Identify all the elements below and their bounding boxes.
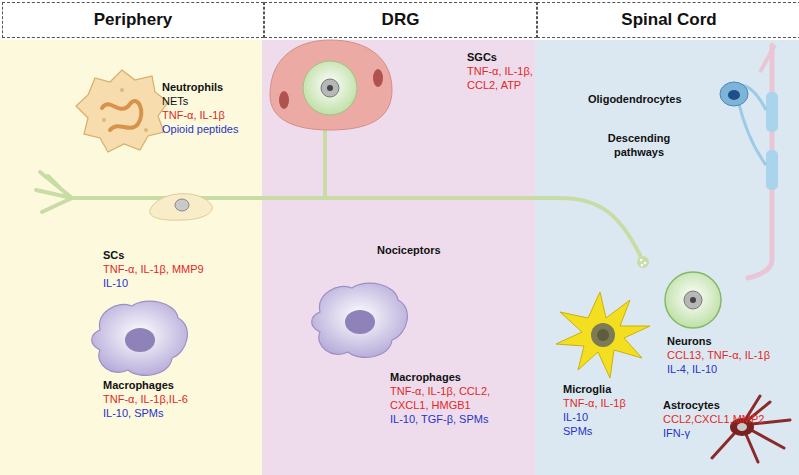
cell-name: Neurons bbox=[667, 334, 770, 348]
cell-label-group: NeuronsCCL13, TNF-α, IL-1βIL-4, IL-10 bbox=[667, 334, 770, 376]
cell-label-group: SGCsTNF-α, IL-1β, CCL2, ATP bbox=[467, 50, 535, 92]
cell-label-group: SCsTNF-α, IL-1β, MMP9IL-10 bbox=[103, 248, 204, 290]
neutrophil-cell bbox=[76, 70, 168, 152]
pro-inflammatory-mediators: CCL13, TNF-α, IL-1β bbox=[667, 348, 770, 362]
pro-inflammatory-mediators: TNF-α, IL-1β bbox=[162, 108, 238, 122]
cell-label-group: Descending pathways bbox=[607, 131, 671, 159]
sgc-cell bbox=[270, 40, 392, 130]
region-heading: DRG bbox=[264, 2, 537, 38]
cell-label-group: NeutrophilsNETsTNF-α, IL-1βOpioid peptid… bbox=[162, 80, 238, 136]
cell-name: Macrophages bbox=[390, 370, 528, 384]
cell-label-group: MicrogliaTNF-α, IL-1βIL-10SPMs bbox=[563, 382, 626, 438]
astrocyte-cell bbox=[712, 396, 790, 462]
cell-name: Macrophages bbox=[103, 378, 188, 392]
pro-inflammatory-mediators: TNF-α, IL-1β bbox=[563, 396, 626, 410]
anti-inflammatory-mediators: IL-10, TGF-β, SPMs bbox=[390, 412, 528, 426]
drg-ground bbox=[262, 40, 535, 475]
mediator-text: NETs bbox=[162, 94, 238, 108]
pro-inflammatory-mediators: TNF-α, IL-1β, MMP9 bbox=[103, 262, 204, 276]
cell-name: Oligodendrocytes bbox=[588, 92, 682, 106]
cell-name: Astrocytes bbox=[663, 398, 764, 412]
region-panel: PeripheryNeutrophilsNETsTNF-α, IL-1βOpio… bbox=[0, 0, 262, 475]
cell-name: SCs bbox=[103, 248, 204, 262]
pro-inflammatory-mediators: TNF-α, IL-1β, CCL2, CXCL1, HMGB1 bbox=[390, 384, 528, 412]
cell-label-group: AstrocytesCCL2,CXCL1,MMP2IFN-γ bbox=[663, 398, 764, 440]
pro-inflammatory-mediators: CCL2,CXCL1,MMP2 bbox=[663, 412, 764, 426]
cell-label-group: MacrophagesTNF-α, IL-1β, CCL2, CXCL1, HM… bbox=[390, 370, 528, 426]
region-heading: Spinal Cord bbox=[537, 2, 799, 38]
cell-name: SGCs bbox=[467, 50, 535, 64]
cell-name: Nociceptors bbox=[377, 243, 441, 257]
axon-terminal bbox=[637, 256, 649, 268]
anti-inflammatory-mediators: Opioid peptides bbox=[162, 122, 238, 136]
pro-inflammatory-mediators: TNF-α, IL-1β,IL-6 bbox=[103, 392, 188, 406]
cell-label-group: MacrophagesTNF-α, IL-1β,IL-6IL-10, SPMs bbox=[103, 378, 188, 420]
macrophage-cell bbox=[92, 301, 188, 375]
anti-inflammatory-mediators: IL-10 bbox=[103, 276, 204, 290]
anti-inflammatory-mediators: IL-4, IL-10 bbox=[667, 362, 770, 376]
cell-name: Descending pathways bbox=[607, 131, 671, 159]
oligodendrocyte-cell bbox=[720, 82, 766, 165]
cell-name: Neutrophils bbox=[162, 80, 238, 94]
macrophage-cell bbox=[312, 283, 408, 357]
cell-label-group: Nociceptors bbox=[377, 243, 441, 257]
synaptic-vesicles bbox=[640, 259, 647, 267]
region-panel: Spinal CordOligodendrocytesDescending pa… bbox=[535, 0, 799, 475]
region-heading: Periphery bbox=[2, 2, 264, 38]
anti-inflammatory-mediators: IL-10 bbox=[563, 410, 626, 424]
anti-inflammatory-mediators: IL-10, SPMs bbox=[103, 406, 188, 420]
anti-inflammatory-mediators: IFN-γ bbox=[663, 426, 764, 440]
neuron-cell bbox=[665, 272, 721, 328]
periphery-ground bbox=[0, 40, 262, 475]
schwann-cell bbox=[150, 194, 212, 221]
cell-label-group: Oligodendrocytes bbox=[588, 92, 682, 106]
microglia-cell bbox=[556, 292, 650, 378]
region-panel: DRG SGCsTNF-α, IL-1β, CCL2, ATP Nociceptor… bbox=[262, 0, 535, 475]
nociceptor-axon bbox=[36, 130, 640, 255]
cell-name: Microglia bbox=[563, 382, 626, 396]
pro-inflammatory-mediators: TNF-α, IL-1β, CCL2, ATP bbox=[467, 64, 535, 92]
anti-inflammatory-mediators: SPMs bbox=[563, 424, 626, 438]
spinal-ground bbox=[535, 40, 799, 475]
